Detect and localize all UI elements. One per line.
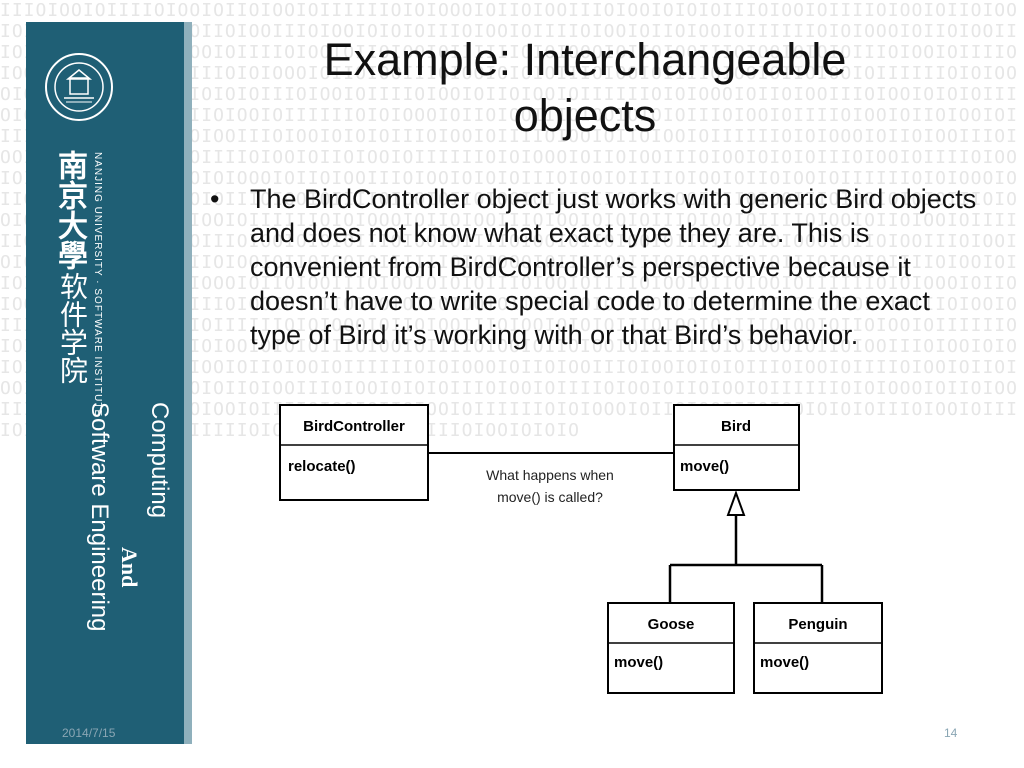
bullet-icon: •	[210, 184, 220, 214]
sidebar-banner: 南京大學 软件学院 NANJING UNIVERSITY · SOFTWARE …	[26, 22, 192, 744]
page-number: 14	[944, 726, 958, 740]
university-english-name: NANJING UNIVERSITY · SOFTWARE INSTITUTE	[92, 152, 103, 418]
class-box	[607, 602, 735, 694]
department-english-name: Computing And Software Engineering	[54, 402, 174, 732]
slide-date: 2014/7/15	[62, 726, 116, 740]
university-chinese-name: 南京大學	[52, 150, 87, 270]
generalization-arrow	[668, 490, 824, 603]
class-name: Penguin	[788, 616, 847, 633]
class-method: move()	[680, 458, 729, 475]
class-goose: Goose move()	[607, 602, 735, 694]
bullet-item: • The BirdController object just works w…	[208, 182, 978, 352]
dept-line-and: And	[117, 546, 142, 588]
university-seal-icon	[45, 53, 113, 121]
class-method: move()	[760, 654, 809, 671]
class-box	[279, 404, 429, 501]
slide-title: Example: Interchangeable objects	[323, 34, 847, 141]
class-name: Goose	[648, 616, 695, 633]
class-name: Bird	[721, 418, 751, 435]
bullet-list: • The BirdController object just works w…	[208, 182, 978, 352]
class-birdcontroller: BirdController relocate()	[279, 404, 429, 501]
bullet-text: The BirdController object just works wit…	[250, 184, 977, 350]
uml-class-diagram: BirdController relocate() What happens w…	[279, 404, 883, 694]
class-name: BirdController	[303, 418, 405, 435]
class-bird: Bird move()	[673, 404, 800, 491]
dept-line-computing: Computing	[146, 402, 173, 519]
class-method: relocate()	[288, 458, 356, 475]
class-method: move()	[614, 654, 663, 671]
class-box	[753, 602, 883, 694]
class-penguin: Penguin move()	[753, 602, 883, 694]
department-chinese-name: 软件学院	[56, 272, 89, 384]
dept-line-software-engineering: Software Engineering	[86, 402, 113, 632]
note-line-2: move() is called?	[497, 489, 603, 505]
class-box	[673, 404, 800, 491]
note-line-1: What happens when	[486, 467, 614, 483]
